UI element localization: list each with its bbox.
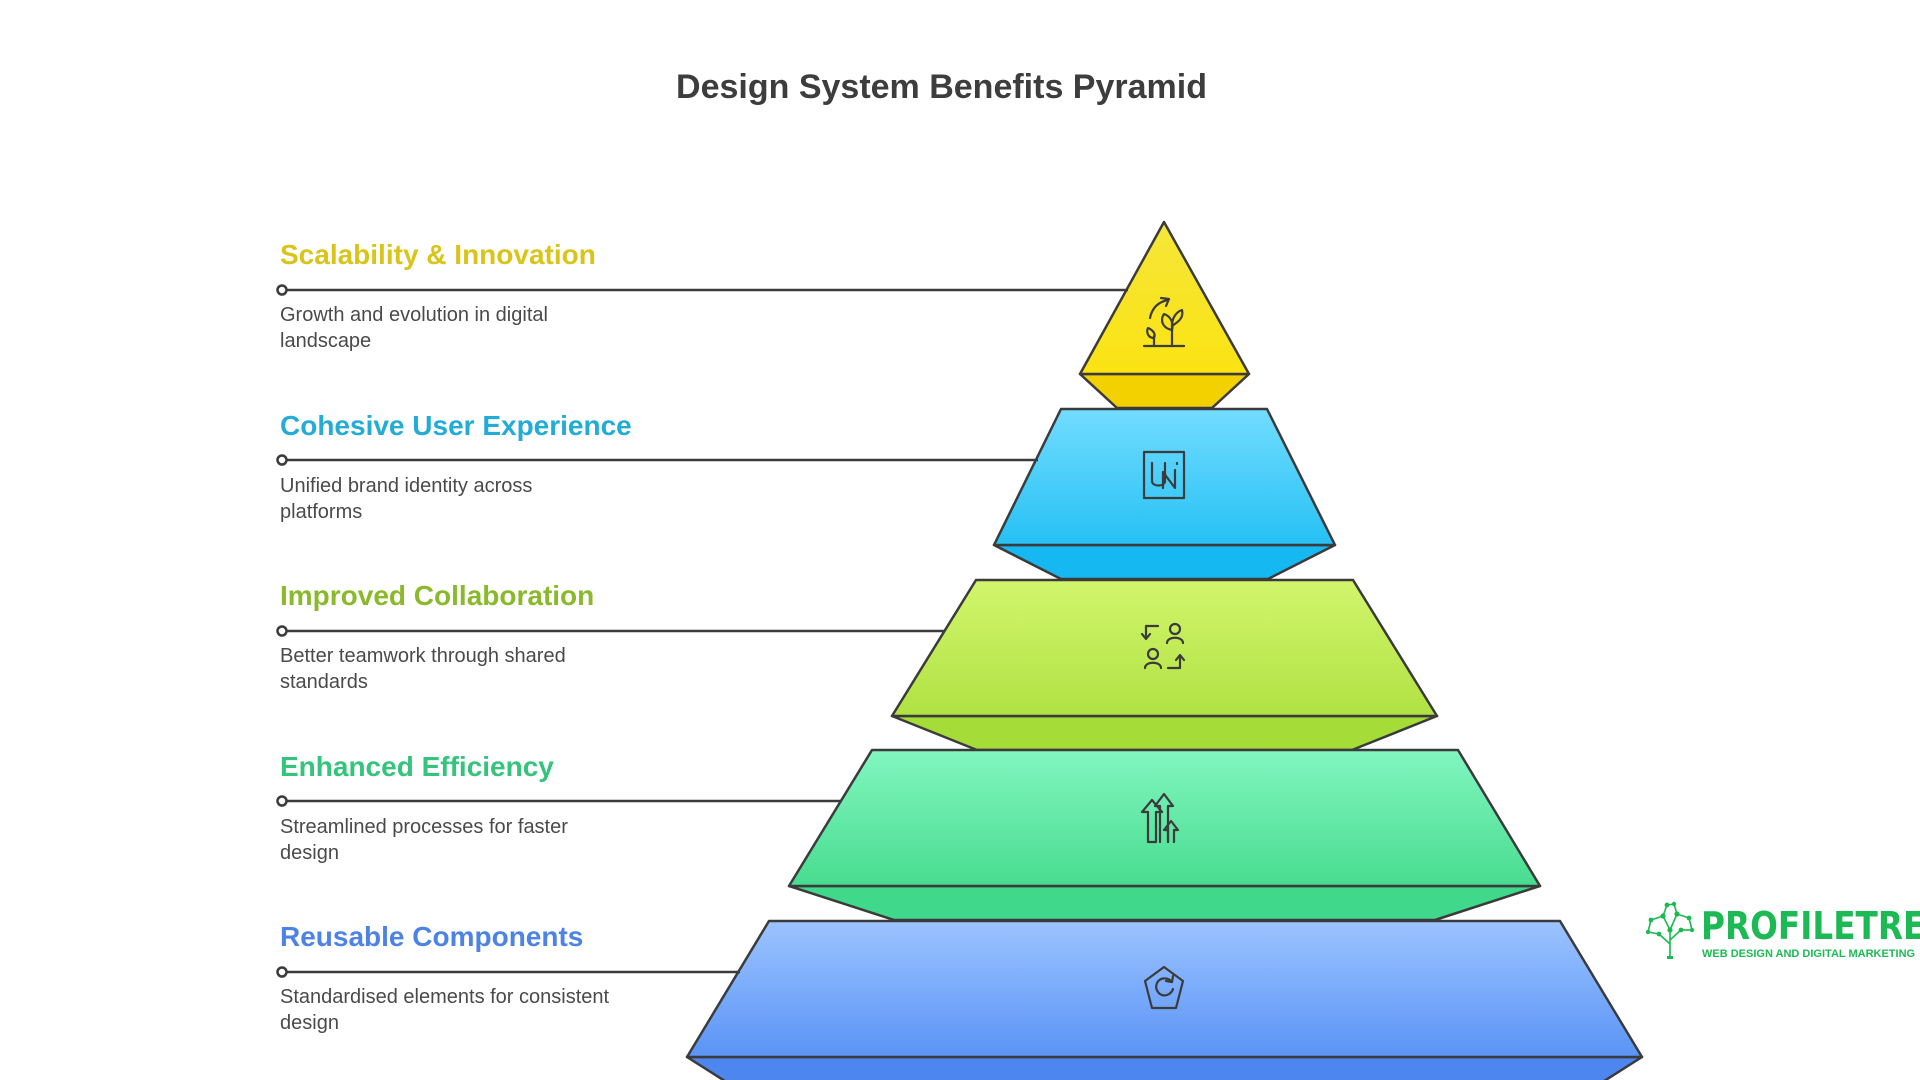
logo-tagline: WEB DESIGN AND DIGITAL MARKETING	[1702, 948, 1916, 960]
connector-dot-5	[276, 966, 288, 978]
connector-dot-4	[276, 795, 288, 807]
connector-dot-1	[276, 284, 288, 296]
pyramid-level-efficiency	[276, 748, 1542, 922]
level-heading: Improved Collaboration	[280, 580, 595, 611]
connector-dot-2	[276, 454, 288, 466]
level-label-scalability: Scalability & Innovation Growth and evol…	[280, 238, 920, 352]
profiletree-logo: PROFILETREE WEB DESIGN AND DIGITAL MARKE…	[1643, 900, 1920, 964]
user-exchange-icon	[1140, 622, 1186, 670]
level-label-reusable: Reusable Components Standardised element…	[280, 920, 920, 1034]
pyramid-level-5-face	[685, 919, 1644, 1059]
tree-network-icon	[1645, 901, 1695, 959]
level-label-cohesive: Cohesive User Experience Unified brand i…	[280, 409, 920, 523]
level-description: Better teamwork through shared standards	[280, 645, 566, 693]
connector-dot-3	[276, 625, 288, 637]
level-heading: Cohesive User Experience	[280, 410, 632, 441]
pyramid-level-4-base-shadow	[787, 884, 1542, 922]
level-description: Standardised elements for consistent des…	[280, 986, 610, 1034]
level-description: Growth and evolution in digital landscap…	[280, 304, 548, 352]
pyramid-level-collaboration	[276, 578, 1439, 752]
arrows-up-icon	[1140, 792, 1180, 844]
plant-growth-icon	[1142, 296, 1186, 348]
refresh-pentagon-icon	[1143, 965, 1185, 1010]
pyramid-level-3-face	[890, 578, 1439, 718]
level-label-collaboration: Improved Collaboration Better teamwork t…	[280, 579, 920, 693]
pyramid-level-reusable	[276, 919, 1644, 1080]
level-heading: Scalability & Innovation	[280, 239, 596, 270]
pyramid-level-3-base-shadow	[890, 714, 1439, 752]
ui-frame-icon	[1142, 450, 1186, 500]
level-label-efficiency: Enhanced Efficiency Streamlined processe…	[280, 750, 920, 864]
pyramid-level-1-base-shadow	[1078, 372, 1251, 410]
level-heading: Enhanced Efficiency	[280, 751, 554, 782]
level-heading: Reusable Components	[280, 921, 584, 952]
pyramid-level-4-face	[787, 748, 1542, 888]
page-title: Design System Benefits Pyramid	[676, 68, 1207, 106]
level-description: Streamlined processes for faster design	[280, 816, 568, 864]
pyramid-level-2-base-shadow	[992, 543, 1337, 581]
level-description: Unified brand identity across platforms	[280, 475, 533, 523]
pyramid-level-5-base-shadow	[685, 1055, 1644, 1080]
logo-wordmark: PROFILETREE	[1701, 904, 1920, 948]
